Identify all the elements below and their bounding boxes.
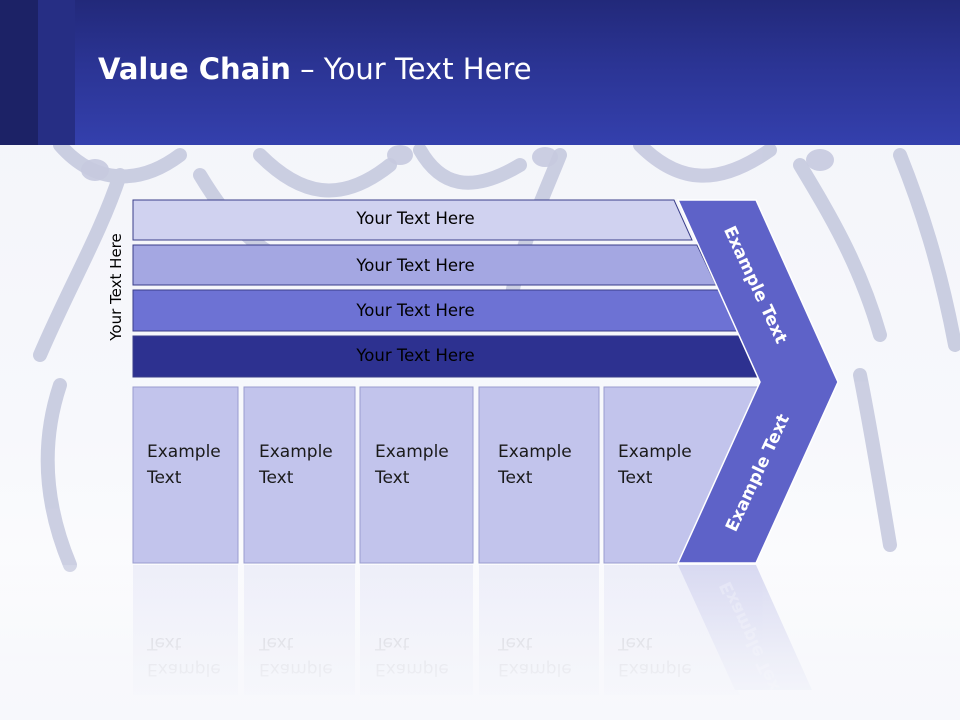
bar-label-4: Your Text Here [356,346,475,365]
box-text-5: Example Text [618,442,692,488]
box-text-3: Example Text [375,442,449,488]
bar-label-3: Your Text Here [356,301,475,320]
box-text-1: Example Text [147,442,221,488]
box-text-2: Example Text [259,442,333,488]
bar-label-1: Your Text Here [356,209,475,228]
activity-box-3[interactable] [359,386,474,564]
title-bar: Value Chain – Your Text Here [0,0,960,145]
activity-box-1[interactable] [132,386,239,564]
margin-chevron[interactable] [676,199,839,564]
header-accent-strip [38,0,75,145]
slide-title: Value Chain – Your Text Here [98,52,532,86]
reflection-fade [0,565,960,720]
box-text-4: Example Text [498,442,572,488]
title-rest: – Your Text Here [290,52,532,86]
header-accent-strip [0,0,38,145]
activity-box-4[interactable] [478,386,600,564]
background-figures-illustration [33,145,960,572]
activity-box-2[interactable] [243,386,356,564]
bar-label-2: Your Text Here [356,256,475,275]
bar-1[interactable] [132,199,693,241]
title-bold: Value Chain [98,52,291,86]
side-label: Your Text Here [107,233,125,341]
